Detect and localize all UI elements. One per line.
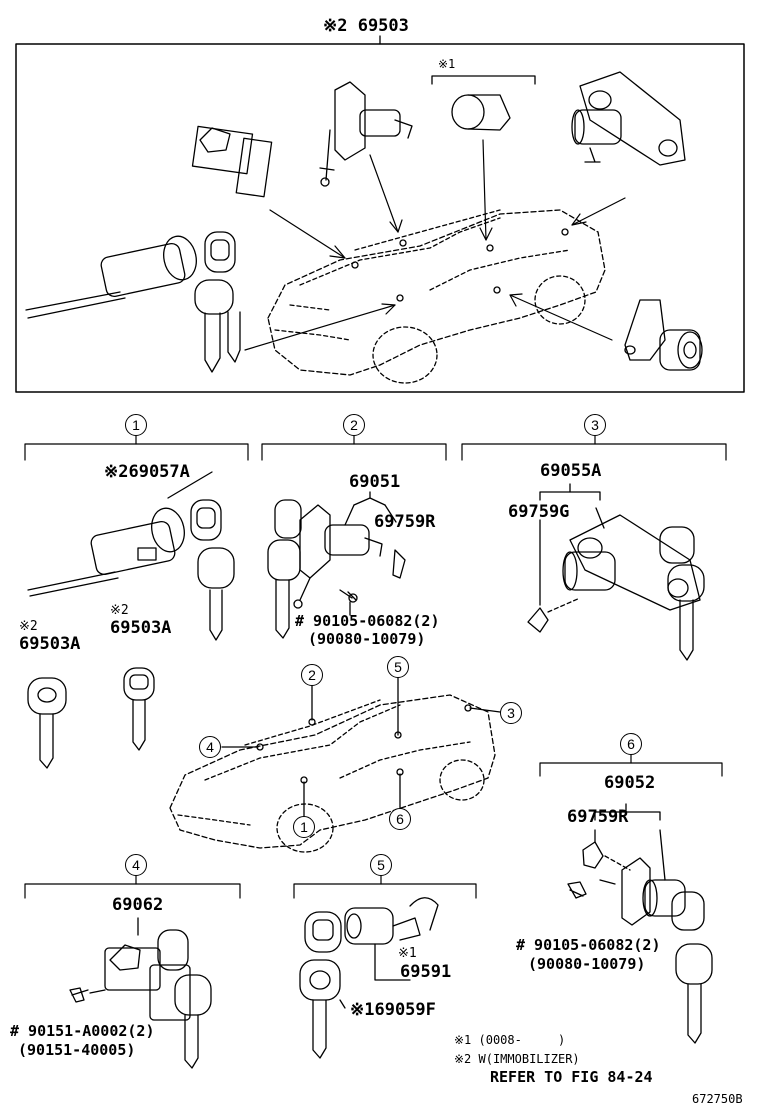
group6-bolt-alt-label: (90080-10079) bbox=[528, 955, 646, 973]
group1-parts bbox=[27, 471, 235, 769]
group5-sub-label: 69591 bbox=[400, 962, 452, 982]
group5-parts bbox=[299, 897, 439, 1059]
car-callout-5: 5 bbox=[387, 656, 409, 678]
group1-key-b-label: 69503A bbox=[110, 618, 172, 638]
group4-bolt-label: # 90151-A0002(2) bbox=[10, 1022, 155, 1040]
top-title-label: ※2 69503 bbox=[323, 16, 409, 36]
group2-sub-label: 69759R bbox=[374, 512, 436, 532]
top-frame bbox=[15, 43, 745, 393]
top-arrows bbox=[244, 139, 626, 351]
car-callout-4: 4 bbox=[199, 736, 221, 758]
group2-number: 2 bbox=[343, 414, 365, 436]
group1-number: 1 bbox=[125, 414, 147, 436]
group3-number: 3 bbox=[584, 414, 606, 436]
top-parts bbox=[25, 71, 703, 373]
refer-to-fig-label: REFER TO FIG 84-24 bbox=[490, 1068, 653, 1086]
group6-part-label: 69052 bbox=[604, 773, 656, 793]
group2-bolt-label: # 90105-06082(2) bbox=[295, 612, 440, 630]
group3-parts bbox=[527, 483, 705, 661]
group1-part-label: ※269057A bbox=[104, 462, 190, 482]
group5-number: 5 bbox=[370, 854, 392, 876]
car-callout-3: 3 bbox=[500, 702, 522, 724]
group4-bolt-alt-label: (90151-40005) bbox=[18, 1041, 136, 1059]
group2-parts bbox=[267, 491, 406, 639]
group4-parts bbox=[69, 917, 212, 1069]
legend-note1: ※1 (0008- ) bbox=[454, 1033, 566, 1047]
group6-number: 6 bbox=[620, 733, 642, 755]
group6-parts bbox=[567, 803, 713, 1044]
group3-part-label: 69055A bbox=[540, 461, 602, 481]
group6-sub-label: 69759R bbox=[567, 807, 629, 827]
group6-bolt-label: # 90105-06082(2) bbox=[516, 936, 661, 954]
group5-part-label: ※169059F bbox=[350, 1000, 436, 1020]
group2-part-label: 69051 bbox=[349, 472, 401, 492]
group4-number: 4 bbox=[125, 854, 147, 876]
figure-id: 672750B bbox=[692, 1092, 743, 1106]
group1-key-a-mark: ※2 bbox=[19, 619, 38, 634]
group3-sub-label: 69759G bbox=[508, 502, 570, 522]
car-callout-6: 6 bbox=[389, 808, 411, 830]
legend-note2: ※2 W(IMMOBILIZER) bbox=[454, 1052, 580, 1066]
group1-key-a-label: 69503A bbox=[19, 634, 81, 654]
top-note1-label: ※1 bbox=[438, 57, 456, 71]
group5-mark: ※1 bbox=[398, 946, 417, 961]
group-brackets bbox=[24, 435, 727, 899]
car-callout-1: 1 bbox=[293, 816, 315, 838]
top-car-illustration bbox=[267, 209, 606, 384]
group4-part-label: 69062 bbox=[112, 895, 164, 915]
group1-key-b-mark: ※2 bbox=[110, 603, 129, 618]
car-callout-2: 2 bbox=[301, 664, 323, 686]
group2-bolt-alt-label: (90080-10079) bbox=[308, 630, 426, 648]
middle-car-illustration bbox=[169, 675, 501, 853]
